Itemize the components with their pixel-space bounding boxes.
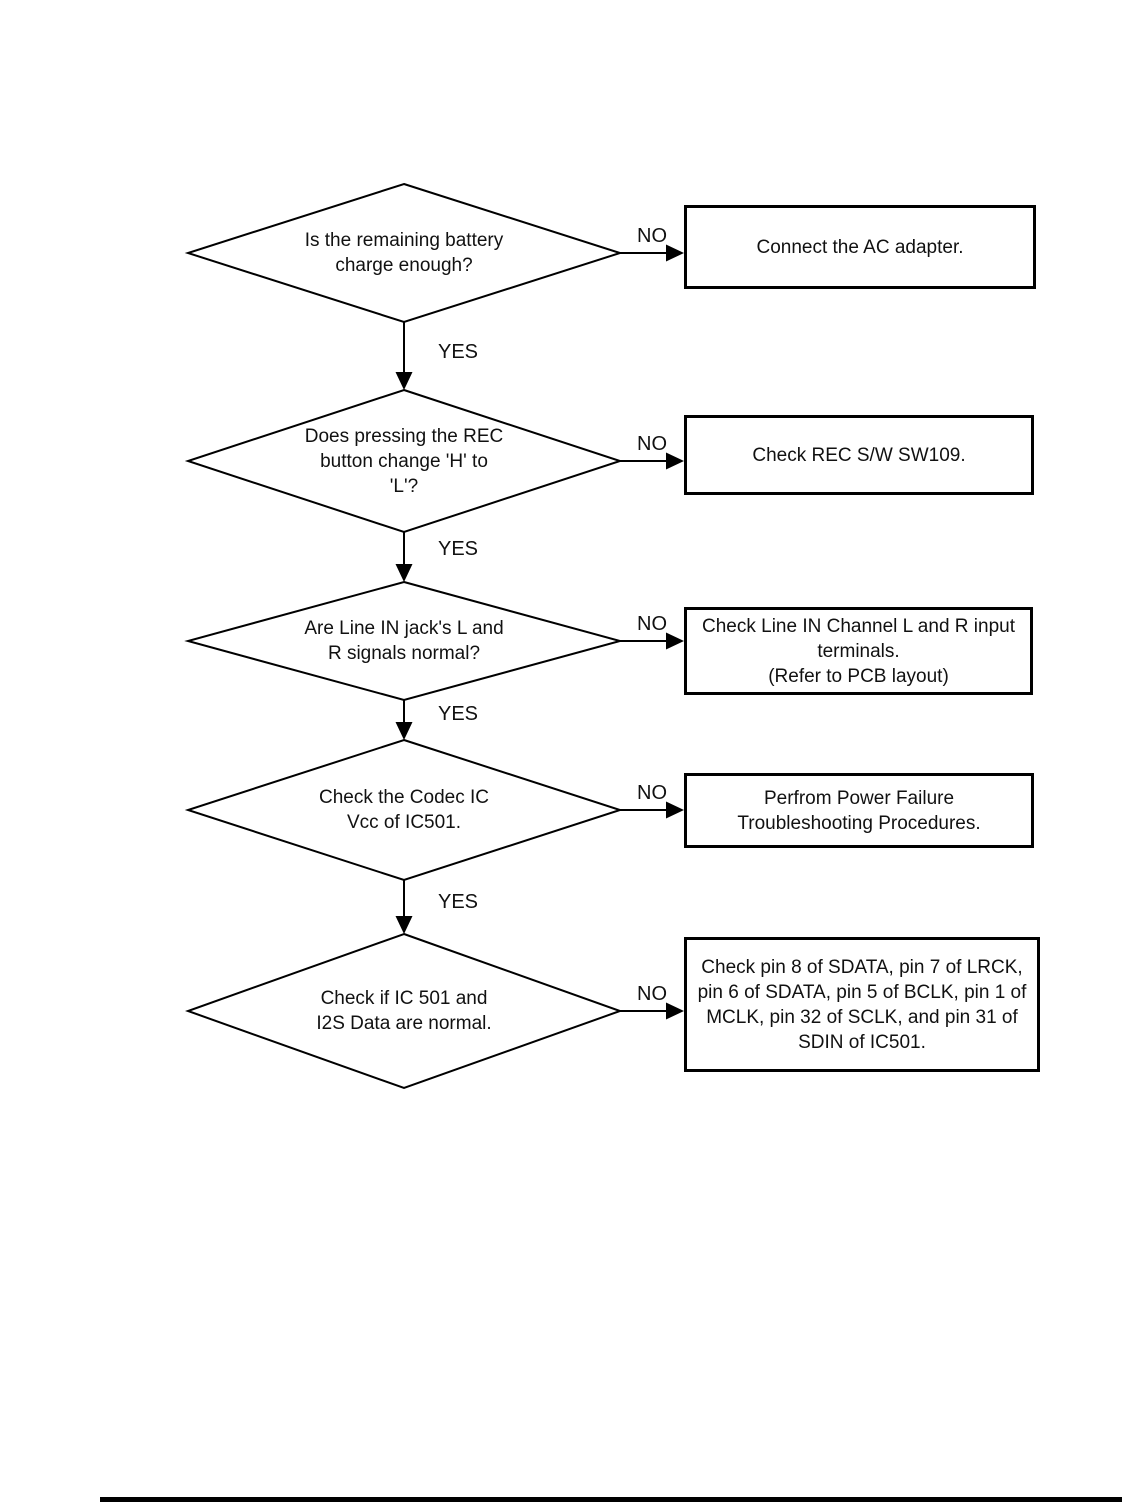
action-box-1: Connect the AC adapter. (684, 205, 1036, 289)
decision-4-text: Check the Codec IC Vcc of IC501. (318, 787, 490, 833)
decision-1-text: Is the remaining battery charge enough? (304, 230, 504, 276)
no-arrow-5 (620, 1002, 684, 1020)
decision-5-diamond (185, 932, 623, 1090)
no-label-1: NO (637, 225, 667, 247)
action-box-2: Check REC S/W SW109. (684, 415, 1034, 495)
no-arrow-1 (620, 244, 684, 262)
action-box-3: Check Line IN Channel L and R input term… (684, 607, 1033, 695)
page-footer-rule (100, 1497, 1122, 1502)
yes-arrow-2 (395, 532, 413, 582)
yes-label-2: YES (438, 538, 479, 560)
action-box-5: Check pin 8 of SDATA, pin 7 of LRCK, pin… (684, 937, 1040, 1072)
decision-5-text: Check if IC 501 and I2S Data are normal. (316, 988, 492, 1034)
yes-arrow-4 (395, 880, 413, 934)
yes-label-1: YES (438, 341, 479, 363)
no-arrow-3 (620, 632, 684, 650)
decision-3-text: Are Line IN jack's L and R signals norma… (304, 618, 504, 664)
no-label-4: NO (637, 782, 667, 804)
yes-arrow-3 (395, 700, 413, 740)
no-label-3: NO (637, 613, 667, 635)
no-label-2: NO (637, 433, 667, 455)
no-arrow-4 (620, 801, 684, 819)
no-arrow-2 (620, 452, 684, 470)
decision-2-text: Does pressing the REC button change 'H' … (304, 425, 504, 497)
yes-label-3: YES (438, 703, 479, 725)
action-box-4: Perfrom Power Failure Troubleshooting Pr… (684, 773, 1034, 848)
no-label-5: NO (637, 983, 667, 1005)
yes-arrow-1 (395, 322, 413, 390)
yes-label-4: YES (438, 891, 479, 913)
